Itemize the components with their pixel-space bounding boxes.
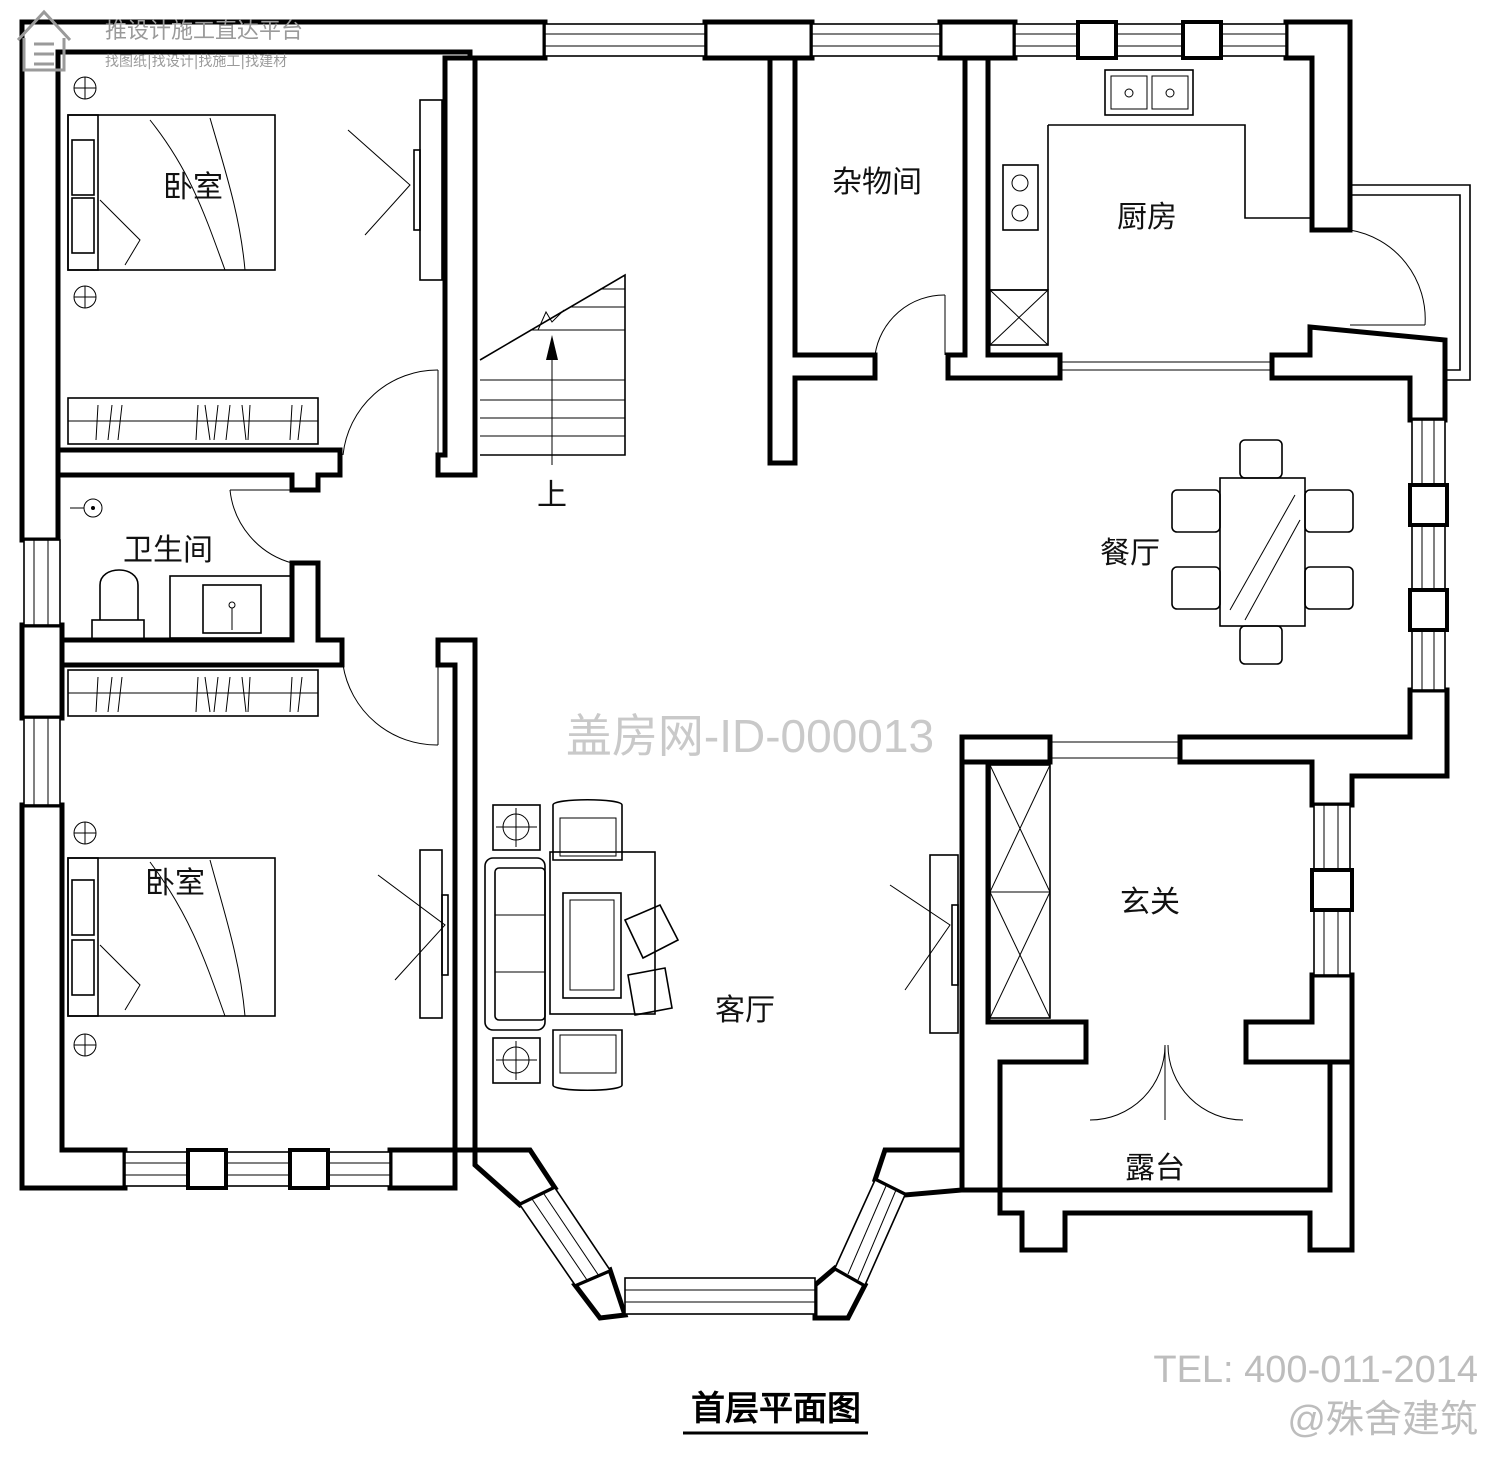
tv-bottom: [377, 849, 449, 1019]
watermarks: 推设计施工直达平台 找图纸|找设计|找施工|找建材 盖房网-ID-000013 …: [16, 9, 1478, 1441]
logo-title: 推设计施工直达平台: [105, 19, 303, 44]
staircase: [479, 273, 626, 465]
label-bedroom-top: 卧室: [163, 170, 223, 205]
label-dining: 餐厅: [1100, 536, 1160, 571]
sofa-set: [484, 798, 680, 1092]
doors: [229, 229, 1426, 1121]
center-id-watermark: 盖房网-ID-000013: [566, 710, 934, 762]
wardrobe-top: [67, 397, 319, 445]
foyer-cabinet: [889, 764, 1051, 1034]
logo-subtitle: 找图纸|找设计|找施工|找建材: [105, 54, 287, 70]
drawing-title: 首层平面图: [691, 1389, 861, 1429]
bed-bottom: [67, 821, 276, 1057]
brand-watermark: @殊舍建筑: [1287, 1399, 1478, 1441]
house-logo-icon: [16, 9, 72, 72]
label-storage: 杂物间: [832, 165, 922, 200]
logo-watermark: 推设计施工直达平台 找图纸|找设计|找施工|找建材: [16, 9, 303, 72]
bed-top: [67, 76, 276, 309]
tv-top: [347, 99, 443, 281]
exterior-walls: [19, 19, 1450, 1321]
room-labels: 卧室 卫生间 卧室 杂物间 厨房 餐厅 客厅 玄关 露台 上: [123, 165, 1185, 1186]
windows: [23, 20, 1471, 1315]
label-foyer: 玄关: [1120, 885, 1180, 920]
interior-walls: [55, 55, 1063, 1153]
label-terrace: 露台: [1125, 1151, 1185, 1186]
stair-up-label: 上: [537, 478, 567, 513]
bath-fixtures: [70, 498, 293, 641]
label-bedroom-bottom: 卧室: [145, 866, 205, 901]
stair-arrow-icon: [546, 335, 558, 360]
wardrobe-bottom: [67, 669, 319, 717]
drawing-title-block: 首层平面图: [683, 1389, 868, 1435]
label-kitchen: 厨房: [1117, 200, 1177, 235]
label-living: 客厅: [715, 993, 775, 1028]
dining-set: [1171, 439, 1354, 665]
tel-watermark: TEL: 400-011-2014: [1153, 1349, 1478, 1391]
kitchen-fixtures: [989, 69, 1312, 346]
label-bathroom: 卫生间: [123, 533, 213, 568]
